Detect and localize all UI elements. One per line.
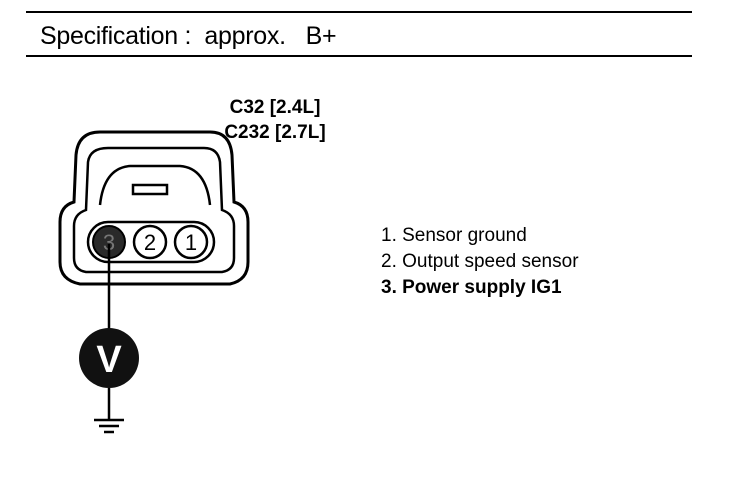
locking-tab xyxy=(98,164,212,206)
pin-1-label: 1 xyxy=(185,230,197,255)
voltmeter xyxy=(79,328,139,388)
connector-label-secondary: C232 [2.7L] xyxy=(224,122,326,143)
connector-housing-inner xyxy=(72,146,236,274)
pin-legend: 1. Sensor ground 2. Output speed sensor … xyxy=(381,223,579,301)
pin-frame xyxy=(86,220,216,264)
legend-item-3: 3. Power supply IG1 xyxy=(381,277,562,298)
specification-bar: Specification : approx. B+ xyxy=(26,11,692,57)
legend-item-1: 1. Sensor ground xyxy=(381,225,527,246)
specification-text: Specification : approx. B+ xyxy=(40,22,337,50)
ground-icon xyxy=(94,418,124,434)
pin-2 xyxy=(132,224,168,260)
pin-1 xyxy=(173,224,209,260)
lock-slot xyxy=(131,183,169,196)
legend-item-2: 2. Output speed sensor xyxy=(381,251,579,272)
connector-housing-outline xyxy=(58,130,250,286)
pin-2-label: 2 xyxy=(144,230,156,255)
pin-3-label: 3 xyxy=(103,230,115,255)
connector-label-primary: C32 [2.4L] xyxy=(229,97,321,118)
voltmeter-symbol: V xyxy=(96,339,122,381)
